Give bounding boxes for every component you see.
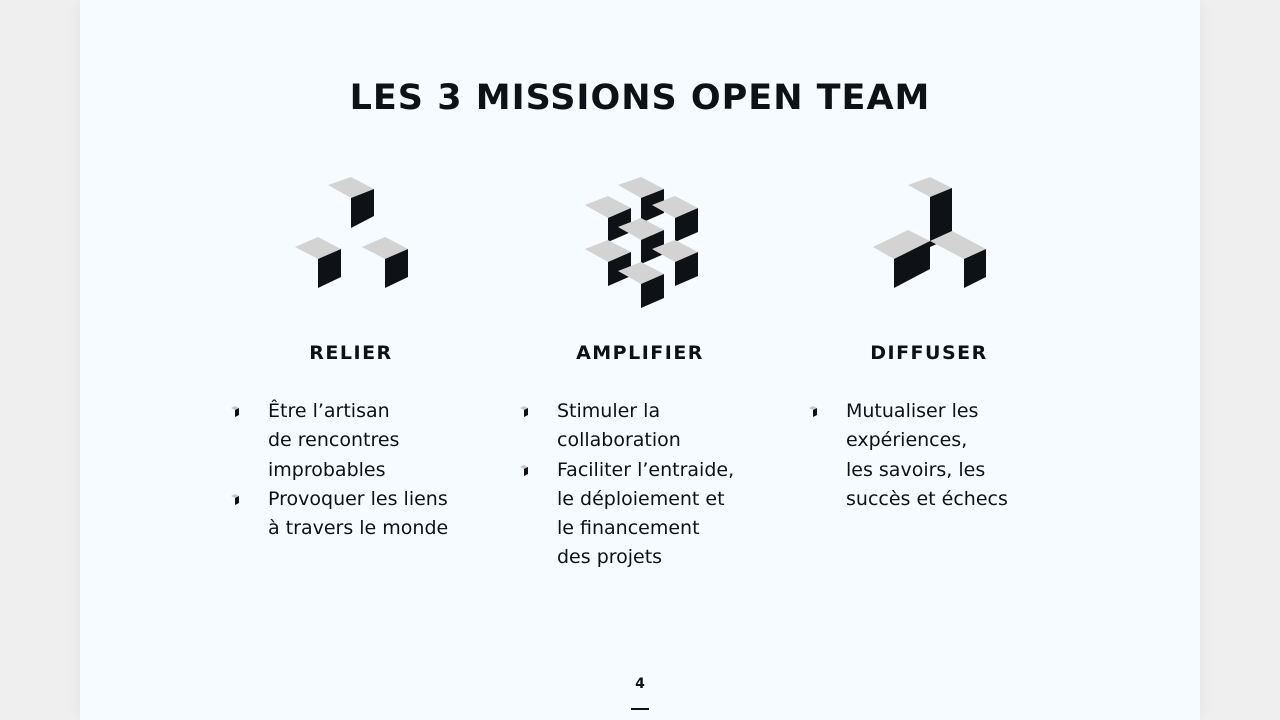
bullet-text: Faciliter l’entraide, le déploiement et … — [557, 458, 735, 569]
cube-bullet-icon — [809, 406, 817, 417]
list-item: Mutualiser les expériences, les savoirs,… — [808, 397, 1008, 514]
bullet-list-diffuser: Mutualiser les expériences, les savoirs,… — [808, 397, 1008, 514]
cube-bullet-icon — [520, 464, 528, 476]
cube-cluster-icon — [585, 177, 698, 308]
bullet-text: Provoquer les liens à travers le monde — [268, 487, 449, 540]
list-item: Être l’artisan de rencontres improbables — [230, 397, 448, 485]
cube-top — [328, 177, 374, 228]
bullet-text: Stimuler la collaboration — [557, 400, 681, 452]
mission-title-relier: RELIER — [309, 342, 393, 364]
cube-bullet-icon — [231, 406, 239, 417]
cube-left — [295, 237, 341, 288]
list-item: Provoquer les liens à travers le monde — [230, 485, 448, 544]
cube-bullet-icon — [520, 406, 528, 417]
cube-bullet-icon — [231, 493, 239, 505]
bullet-list-relier: Être l’artisan de rencontres improbables… — [230, 397, 448, 543]
page-title: LES 3 MISSIONS OPEN TEAM — [349, 78, 931, 118]
bullet-text: Être l’artisan de rencontres improbables — [268, 400, 400, 481]
mission-title-amplifier: AMPLIFIER — [576, 342, 704, 364]
page-number: 4 — [635, 676, 645, 692]
document-page: LES 3 MISSIONS OPEN TEAM — [80, 0, 1200, 720]
mission-title-diffuser: DIFFUSER — [870, 342, 988, 364]
list-item: Faciliter l’entraide, le déploiement et … — [519, 456, 734, 573]
bullet-text: Mutualiser les expériences, les savoirs,… — [846, 400, 1008, 510]
three-scattered-cubes-icon — [295, 177, 408, 288]
bullet-list-amplifier: Stimuler la collaboration Faciliter l’en… — [519, 397, 734, 573]
connected-cubes-icon — [873, 177, 986, 288]
cube-right — [362, 237, 408, 288]
list-item: Stimuler la collaboration — [519, 397, 734, 456]
page-number-rule — [631, 708, 649, 710]
